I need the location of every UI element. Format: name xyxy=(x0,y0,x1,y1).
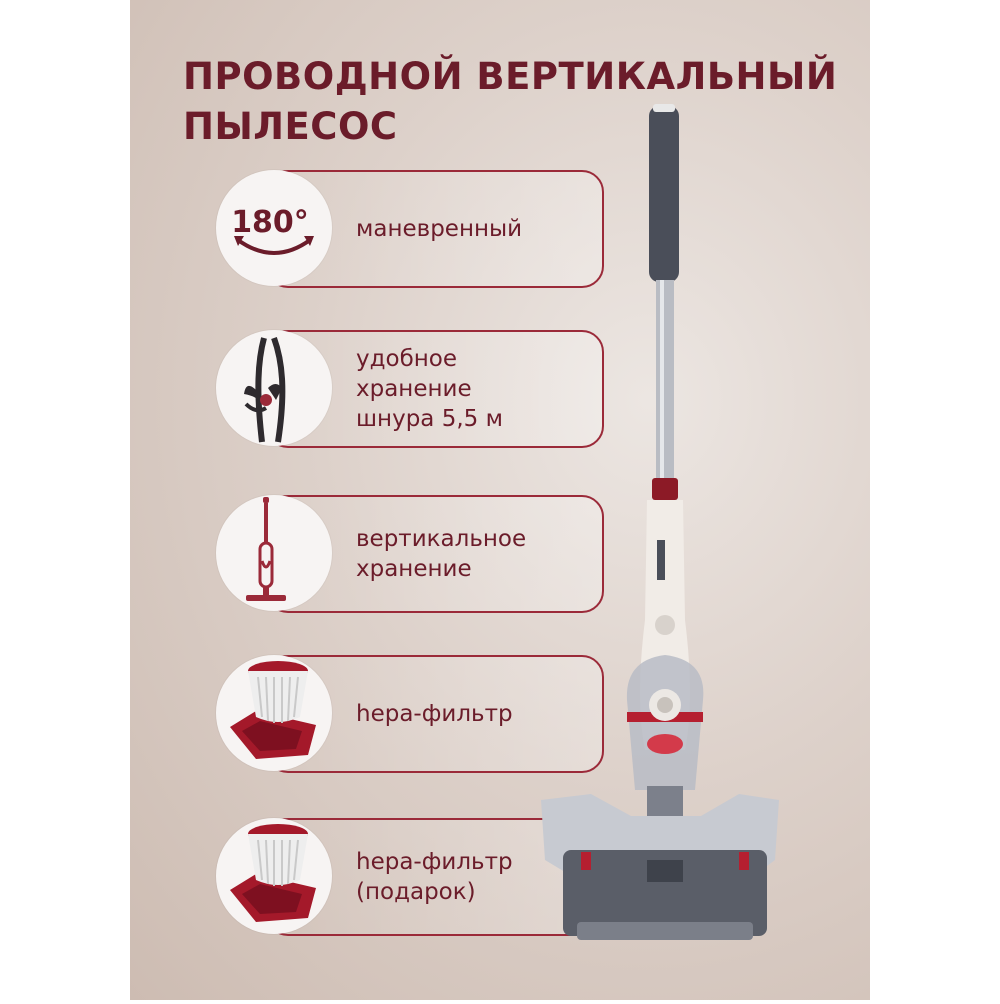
feature-label: удобное хранение шнура 5,5 м xyxy=(356,330,606,448)
feature-label: hepa-фильтр (подарок) xyxy=(356,818,606,936)
hepa-filter-gift-icon xyxy=(216,818,332,934)
feature-text-line: хранение xyxy=(356,556,472,582)
title-line-2: ПЫЛЕСОС xyxy=(183,105,398,148)
feature-text-line: hepa-фильтр xyxy=(356,849,513,875)
feature-frame xyxy=(266,495,604,613)
rotation-180-icon: 180° xyxy=(216,170,332,286)
feature-text-line: маневренный xyxy=(356,216,523,242)
feature-text-line: хранение xyxy=(356,376,472,402)
feature-text-line: (подарок) xyxy=(356,879,476,905)
feature-label: вертикальное хранение xyxy=(356,495,606,613)
feature-label: маневренный xyxy=(356,170,606,288)
feature-text-line: hepa-фильтр xyxy=(356,701,513,727)
cord-storage-icon xyxy=(216,330,332,446)
feature-text-line: удобное xyxy=(356,346,458,372)
left-margin xyxy=(0,0,130,1000)
feature-frame xyxy=(266,170,604,288)
feature-hepa: hepa-фильтр xyxy=(216,655,606,773)
right-margin xyxy=(870,0,1000,1000)
feature-text-line: шнура 5,5 м xyxy=(356,406,503,432)
feature-text-line: вертикальное xyxy=(356,526,527,552)
page-title: ПРОВОДНОЙ ВЕРТИКАЛЬНЫЙ ПЫЛЕСОС xyxy=(183,52,838,152)
vertical-vacuum-icon xyxy=(216,495,332,611)
feature-label: hepa-фильтр xyxy=(356,655,606,773)
vacuum-product-image xyxy=(535,100,785,1000)
hepa-filter-icon xyxy=(216,655,332,771)
feature-hepa-gift: hepa-фильтр (подарок) xyxy=(216,818,606,936)
feature-vertical-storage: вертикальное хранение xyxy=(216,495,606,613)
degree-badge: 180° xyxy=(231,205,309,240)
feature-maneuverable: 180° маневренный xyxy=(216,170,606,288)
feature-cord-storage: удобное хранение шнура 5,5 м xyxy=(216,330,606,448)
title-line-1: ПРОВОДНОЙ ВЕРТИКАЛЬНЫЙ xyxy=(183,55,838,98)
